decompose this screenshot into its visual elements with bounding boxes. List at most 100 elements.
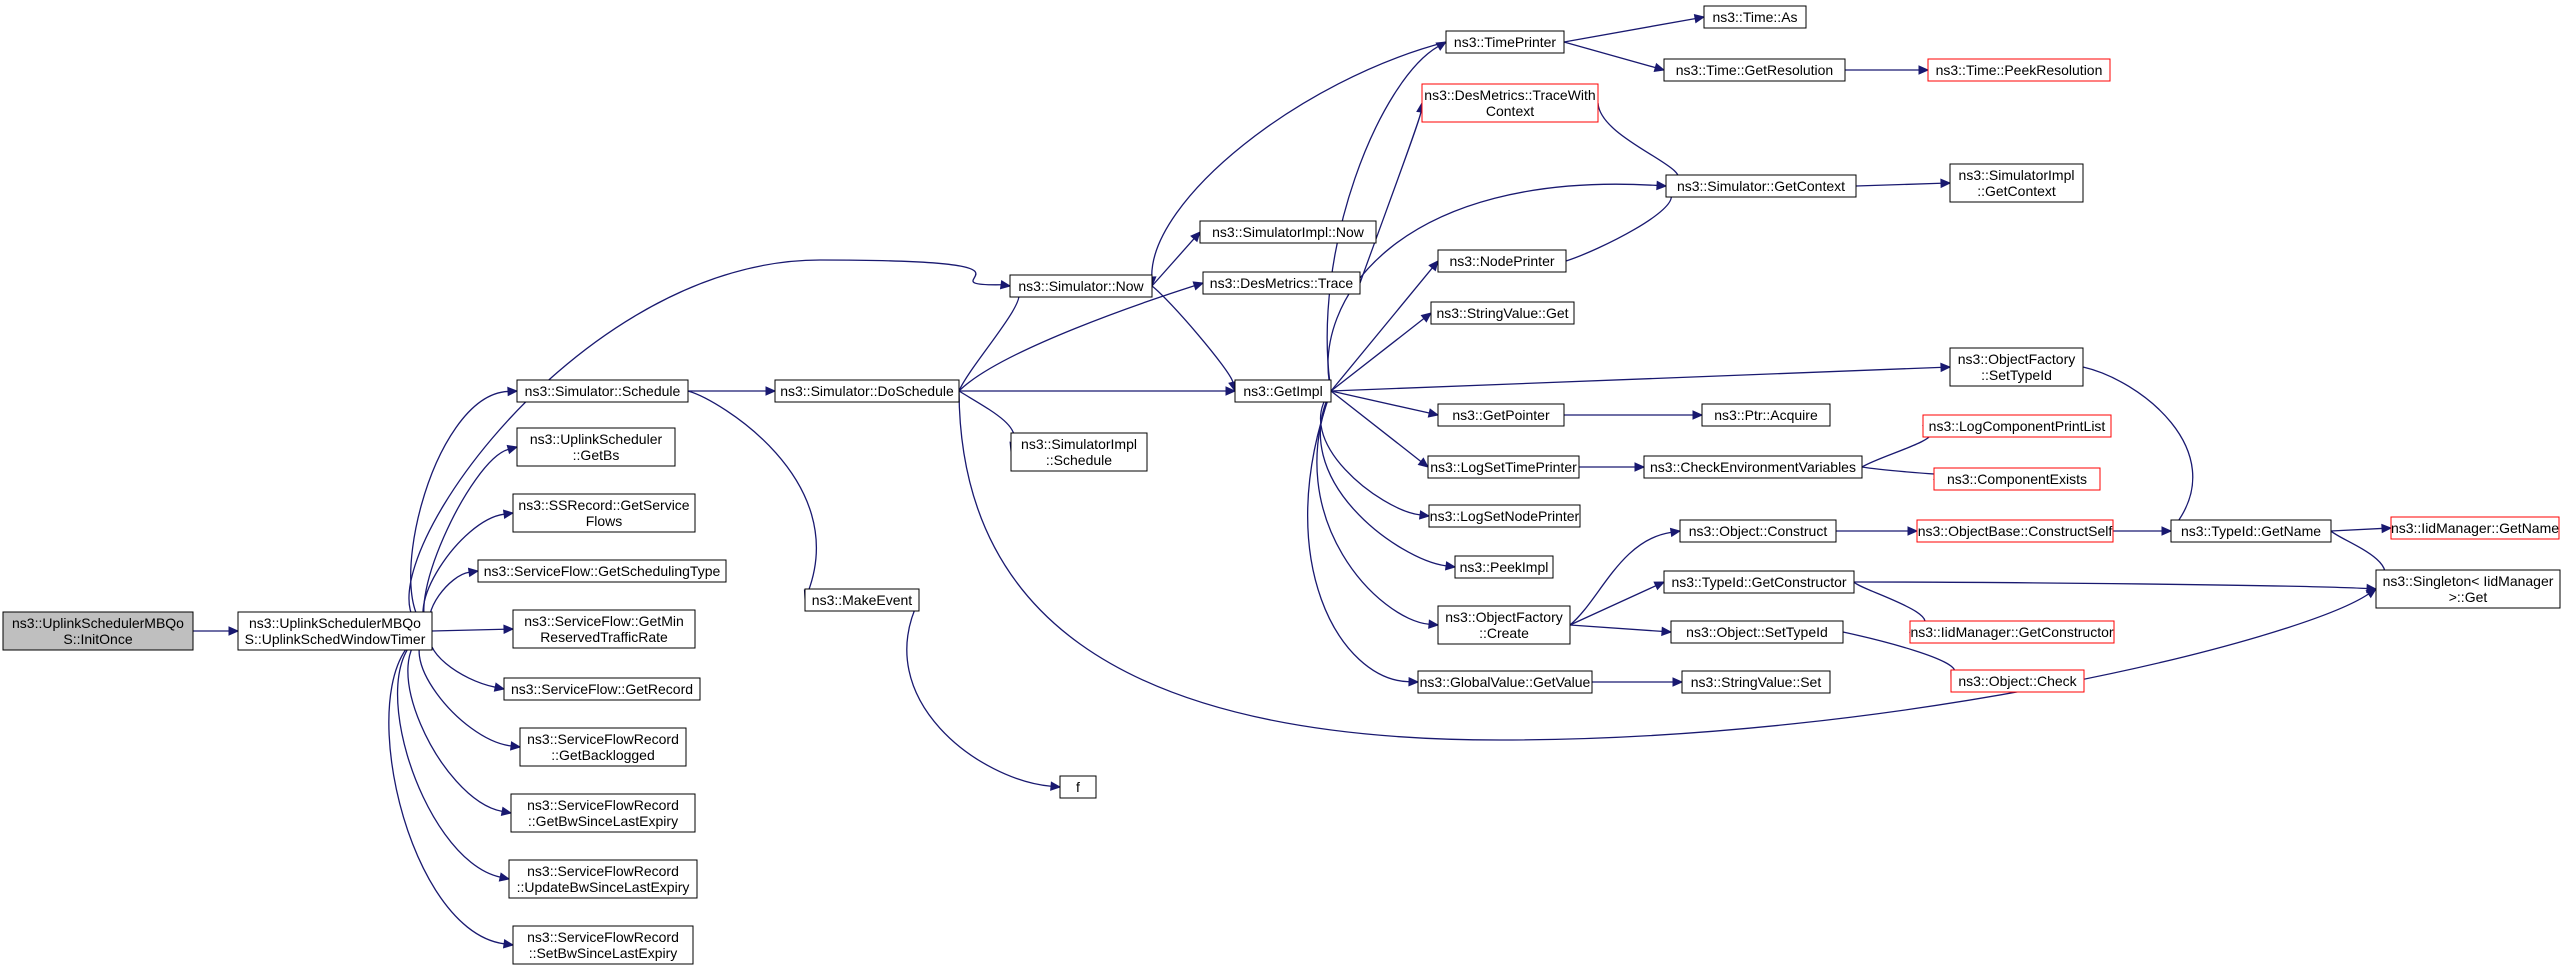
arrowhead-timeres-to-peekres [1918,65,1930,75]
node-setbw[interactable]: ns3::ServiceFlowRecord::SetBwSinceLastEx… [512,925,694,965]
node-checkenv[interactable]: ns3::CheckEnvironmentVariables [1643,455,1863,479]
node-label: ns3::TimePrinter [1454,34,1557,50]
edge-makeevent-to-f [906,599,1052,787]
node-logtime[interactable]: ns3::LogSetTimePrinter [1427,455,1580,479]
edge-getimpl-to-nodeprinter [1330,267,1433,392]
node-label: Flows [586,513,623,529]
node-lognode[interactable]: ns3::LogSetNodePrinter [1428,504,1581,528]
node-updbw[interactable]: ns3::ServiceFlowRecord::UpdateBwSinceLas… [508,859,698,899]
node-label: ns3::Simulator::Now [1018,278,1144,294]
node-strget[interactable]: ns3::StringValue::Get [1430,301,1575,325]
node-label: ns3::Object::SetTypeId [1686,624,1828,640]
node-getimpl[interactable]: ns3::GetImpl [1234,379,1332,403]
node-constself[interactable]: ns3::ObjectBase::ConstructSelf [1916,519,2114,543]
node-sfmin[interactable]: ns3::ServiceFlow::GetMinReservedTrafficR… [512,609,696,649]
node-label: ReservedTrafficRate [540,629,668,645]
arrowhead-getimpl-to-getctx [1656,180,1668,191]
node-label: ns3::LogComponentPrintList [1929,418,2106,434]
node-sched[interactable]: ns3::Simulator::Schedule [516,379,689,403]
edge-dosched-to-implsched [958,390,1016,444]
node-makeevent[interactable]: ns3::MakeEvent [804,588,920,612]
node-tidctor[interactable]: ns3::TypeId::GetConstructor [1663,570,1855,594]
node-implctx[interactable]: ns3::SimulatorImpl::GetContext [1949,163,2084,203]
node-strset[interactable]: ns3::StringValue::Set [1681,670,1831,694]
node-ofcreate[interactable]: ns3::ObjectFactory::Create [1437,605,1571,645]
arrowhead-timer-to-ssrec [502,509,515,519]
edge-tidctor-to-singleton [1853,581,2368,590]
node-sftype[interactable]: ns3::ServiceFlow::GetSchedulingType [477,559,727,583]
node-label: ns3::GetPointer [1452,407,1550,423]
node-timer[interactable]: ns3::UplinkSchedulerMBQoS::UplinkSchedWi… [237,611,433,651]
node-backlog[interactable]: ns3::ServiceFlowRecord::GetBacklogged [519,727,687,767]
node-sfrec[interactable]: ns3::ServiceFlow::GetRecord [503,677,701,701]
arrowhead-objconst-to-constself [1907,526,1919,536]
node-getptr[interactable]: ns3::GetPointer [1437,403,1565,427]
node-box [2390,516,2560,540]
arrowhead-sched-to-dosched [765,386,777,396]
node-timeas[interactable]: ns3::Time::As [1703,5,1807,29]
arrowhead-constself-to-tidname [2161,526,2173,536]
edge-tidname-to-iidname [2330,527,2383,532]
node-tidname[interactable]: ns3::TypeId::GetName [2170,519,2332,543]
node-getctx[interactable]: ns3::Simulator::GetContext [1665,174,1857,198]
node-simnow[interactable]: ns3::Simulator::Now [1009,274,1153,298]
node-label: ns3::GetImpl [1243,383,1322,399]
node-label: ns3::Time::PeekResolution [1936,62,2103,78]
node-box [1234,379,1332,403]
node-box [1421,83,1599,123]
node-label: ns3::Object::Check [1958,673,2077,689]
node-getbw[interactable]: ns3::ServiceFlowRecord::GetBwSinceLastEx… [510,793,696,833]
node-peekres[interactable]: ns3::Time::PeekResolution [1927,58,2111,82]
edge-getimpl-to-gvget [1307,390,1410,683]
node-singleton[interactable]: ns3::Singleton< IidManager >::Get [2375,569,2561,609]
arrowhead-getimpl-to-lognode [1418,510,1431,520]
node-getbs[interactable]: ns3::UplinkScheduler::GetBs [516,427,676,467]
node-label: ns3::GlobalValue::GetValue [1420,674,1591,690]
node-f[interactable]: f [1059,775,1097,799]
node-label: S::UplinkSchedWindowTimer [245,631,426,647]
node-objconst[interactable]: ns3::Object::Construct [1679,519,1837,543]
node-implsched[interactable]: ns3::SimulatorImpl::Schedule [1010,432,1148,472]
node-timeprinter[interactable]: ns3::TimePrinter [1445,30,1565,54]
node-dosched[interactable]: ns3::Simulator::DoSchedule [774,379,960,403]
edge-destrace-to-tracectx [1359,111,1422,284]
node-label: ::GetBwSinceLastExpiry [528,813,678,829]
node-gvget[interactable]: ns3::GlobalValue::GetValue [1417,670,1593,694]
node-label: ns3::SimulatorImpl [1021,436,1137,452]
edge-timer-to-getbw [407,630,503,813]
arrowhead-timer-to-setbw [502,939,515,949]
node-objcheck[interactable]: ns3::Object::Check [1950,669,2085,693]
edge-timer-to-simnow [408,259,1002,632]
node-ofset[interactable]: ns3::ObjectFactory::SetTypeId [1949,347,2084,387]
node-iidctor[interactable]: ns3::IidManager::GetConstructor [1909,620,2115,644]
node-label: ::SetTypeId [1981,367,2052,383]
node-label: ns3::ServiceFlow::GetRecord [511,681,693,697]
node-nodeprinter[interactable]: ns3::NodePrinter [1437,249,1567,273]
edge-objsettid-to-objcheck [1842,631,1956,673]
node-label: ns3::Simulator::Schedule [525,383,681,399]
edge-timer-to-setbw [388,630,505,945]
edge-dosched-to-simnow [958,290,1020,392]
edge-ofcreate-to-objsettid [1569,624,1663,633]
node-peekimpl[interactable]: ns3::PeekImpl [1454,555,1554,579]
node-label: S::InitOnce [63,631,132,647]
node-label: ns3::SimulatorImpl [1959,167,2075,183]
node-destrace[interactable]: ns3::DesMetrics::Trace [1202,271,1361,295]
node-box [519,727,687,767]
node-timeres[interactable]: ns3::Time::GetResolution [1663,58,1846,82]
node-simimplnow[interactable]: ns3::SimulatorImpl::Now [1199,220,1377,244]
node-iidname[interactable]: ns3::IidManager::GetName [2390,516,2560,540]
node-ptracq[interactable]: ns3::Ptr::Acquire [1701,403,1831,427]
node-objsettid[interactable]: ns3::Object::SetTypeId [1670,620,1844,644]
node-box [1437,605,1571,645]
node-label: ns3::Simulator::DoSchedule [780,383,954,399]
node-logcomp[interactable]: ns3::LogComponentPrintList [1922,414,2112,438]
node-label: ns3::Object::Construct [1689,523,1828,539]
node-box [1430,301,1575,325]
arrowhead-getptr-to-ptracq [1692,410,1704,420]
node-compex[interactable]: ns3::ComponentExists [1933,467,2101,491]
